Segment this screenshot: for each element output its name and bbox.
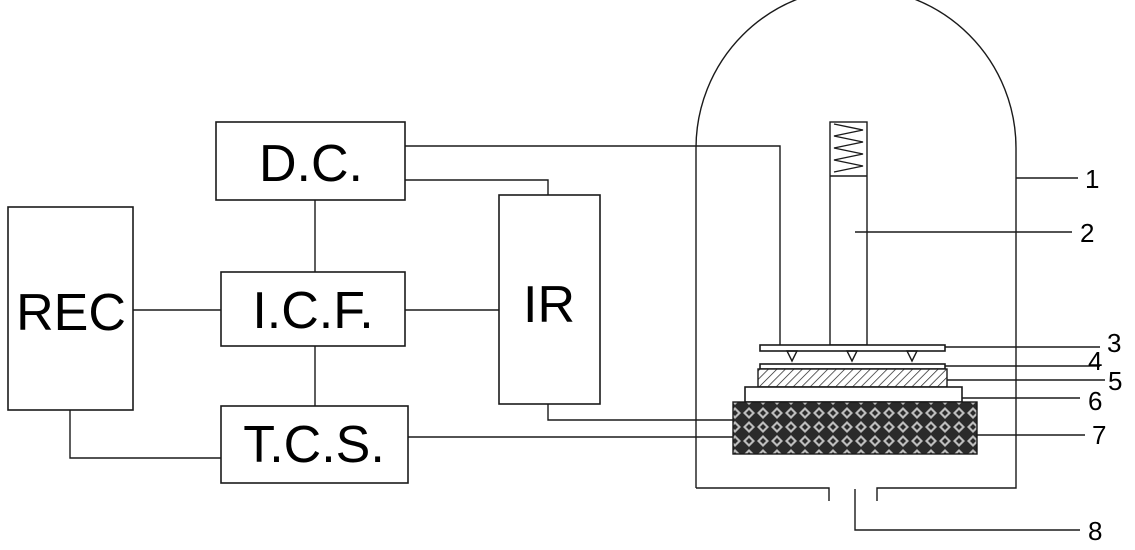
- callout-7: 7: [1092, 420, 1106, 450]
- block-ir: IR: [498, 194, 601, 405]
- callout-8: 8: [1088, 516, 1102, 546]
- block-rec: REC: [7, 206, 134, 411]
- leader-lines: [855, 177, 1105, 436]
- block-tcs-label: T.C.S.: [243, 416, 385, 474]
- block-ir-label: IR: [523, 276, 575, 334]
- callout-numbers: 1 2 3 4 5 6 7 8: [1080, 164, 1122, 546]
- callout-2: 2: [1080, 218, 1094, 248]
- callout-5: 5: [1108, 366, 1122, 396]
- layer-6: [744, 386, 963, 403]
- callout-4: 4: [1088, 346, 1102, 376]
- block-dc-label: D.C.: [259, 135, 363, 193]
- callout-6: 6: [1088, 386, 1102, 416]
- layer-4: [759, 363, 946, 370]
- block-tcs: T.C.S.: [220, 405, 409, 484]
- spring-rod: [829, 121, 868, 346]
- block-icf-label: I.C.F.: [252, 282, 373, 340]
- heater-block-7: [732, 401, 978, 455]
- layer-5: [757, 368, 948, 388]
- block-icf: I.C.F.: [220, 271, 406, 347]
- block-rec-label: REC: [16, 284, 126, 342]
- plate-3: [759, 344, 946, 363]
- block-dc: D.C.: [215, 121, 406, 201]
- outlet-tube: [854, 489, 1080, 531]
- bell-jar: [695, 0, 1017, 501]
- callout-1: 1: [1085, 164, 1099, 194]
- callout-3: 3: [1107, 328, 1121, 358]
- wires: [69, 145, 781, 459]
